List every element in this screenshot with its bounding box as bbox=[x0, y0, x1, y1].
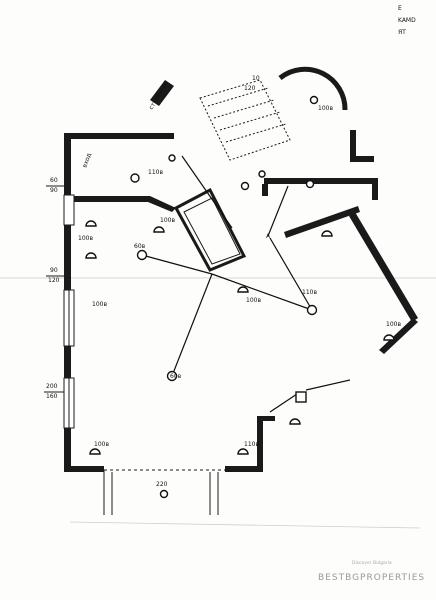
wire bbox=[211, 273, 313, 311]
outlet-icon bbox=[289, 418, 301, 425]
dimension-label: 90 bbox=[50, 267, 58, 274]
ceiling-light-icon bbox=[309, 95, 319, 105]
wall-ne-2 bbox=[350, 156, 374, 162]
stair-step bbox=[213, 99, 275, 119]
fixture-label: 100в bbox=[92, 301, 107, 308]
fixture-label: 100в bbox=[318, 105, 333, 112]
fixture-label: 60в bbox=[134, 243, 146, 250]
fixture-label: 60в bbox=[170, 373, 182, 380]
dimension-label: 120 bbox=[244, 85, 256, 92]
outlet-icon bbox=[89, 448, 101, 455]
wall-north bbox=[64, 133, 174, 139]
wall-east-diagonal bbox=[349, 212, 418, 322]
wall-diag-mid bbox=[284, 206, 360, 238]
outlet-icon bbox=[85, 220, 97, 227]
fixture-label: 100в bbox=[160, 217, 175, 224]
fixture-label: 110в bbox=[302, 289, 317, 296]
fixture-label: 100в bbox=[386, 321, 401, 328]
fixture-label: 100в bbox=[246, 297, 261, 304]
wall-southeast-stub bbox=[257, 416, 275, 421]
wall-ne-1 bbox=[350, 130, 356, 160]
stair-step bbox=[207, 87, 269, 107]
watermark-sub: Discover Bulgaria bbox=[352, 560, 392, 566]
windows-west bbox=[63, 194, 75, 429]
stair-step bbox=[219, 111, 281, 131]
fixture-label: 110в bbox=[244, 441, 259, 448]
stair-step bbox=[225, 123, 287, 143]
wiring bbox=[141, 155, 351, 413]
wall-inner-3 bbox=[262, 184, 268, 196]
margin-label: E bbox=[398, 5, 402, 12]
wire bbox=[171, 273, 213, 377]
wire bbox=[141, 254, 213, 275]
junction-box-icon bbox=[295, 391, 307, 403]
ceiling-light-icon bbox=[240, 181, 250, 191]
wall-south-right bbox=[225, 466, 263, 472]
wall-ne-stair bbox=[150, 80, 174, 106]
wire bbox=[269, 237, 313, 311]
outlet-icon bbox=[237, 286, 249, 293]
ceiling-light-icon bbox=[305, 179, 315, 189]
switch-icon bbox=[258, 170, 266, 178]
switch-icon bbox=[168, 154, 176, 162]
outlet-icon bbox=[85, 252, 97, 259]
fixture-label: 100в bbox=[78, 235, 93, 242]
wall-east-return bbox=[379, 318, 418, 354]
wall-inner-2 bbox=[372, 178, 378, 200]
walls bbox=[64, 80, 418, 472]
room-note: вход bbox=[81, 152, 93, 168]
outlet-icon bbox=[237, 448, 249, 455]
entrance-doorway bbox=[103, 469, 225, 515]
ceiling-light-icon bbox=[306, 304, 318, 316]
wire bbox=[305, 379, 351, 391]
dimension-label: 200 bbox=[46, 383, 58, 390]
inner-room-inner bbox=[183, 197, 241, 265]
dimension-label: 120 bbox=[48, 277, 60, 284]
curved-wall bbox=[278, 66, 348, 111]
fixtures bbox=[85, 95, 395, 499]
room-note: A bbox=[266, 233, 271, 240]
ceiling-light-icon bbox=[166, 370, 178, 382]
inner-room bbox=[173, 187, 247, 272]
wall-southeast bbox=[257, 418, 263, 472]
ceiling-light-icon bbox=[159, 489, 169, 499]
outlet-icon bbox=[383, 334, 395, 341]
dimension-label: 60 bbox=[50, 177, 58, 184]
wall-south-left bbox=[64, 466, 104, 472]
wire bbox=[181, 155, 233, 229]
dimension-label: 90 bbox=[50, 187, 58, 194]
scan-line bbox=[69, 521, 421, 529]
ceiling-light-icon bbox=[130, 173, 140, 183]
fixture-label: 110в bbox=[148, 169, 163, 176]
stair-outline bbox=[199, 79, 291, 161]
fixture-label: 100в bbox=[94, 441, 109, 448]
stairs bbox=[199, 66, 348, 161]
margin-label: KAMD bbox=[398, 17, 416, 24]
outlet-icon bbox=[321, 230, 333, 237]
window bbox=[63, 194, 75, 226]
watermark-brand: BESTBGPROPERTIES bbox=[318, 573, 425, 583]
dimension-label: 160 bbox=[46, 393, 58, 400]
outlet-icon bbox=[153, 226, 165, 233]
wire bbox=[269, 391, 301, 413]
interior-wall-nw bbox=[70, 196, 176, 212]
dimension-label: 10 bbox=[252, 75, 260, 82]
margin-label: ЯТ bbox=[398, 29, 406, 36]
wire bbox=[267, 185, 289, 237]
ceiling-light-icon bbox=[136, 249, 148, 261]
dimension-label: 220 bbox=[156, 481, 168, 488]
wall-inner-1 bbox=[264, 178, 378, 184]
